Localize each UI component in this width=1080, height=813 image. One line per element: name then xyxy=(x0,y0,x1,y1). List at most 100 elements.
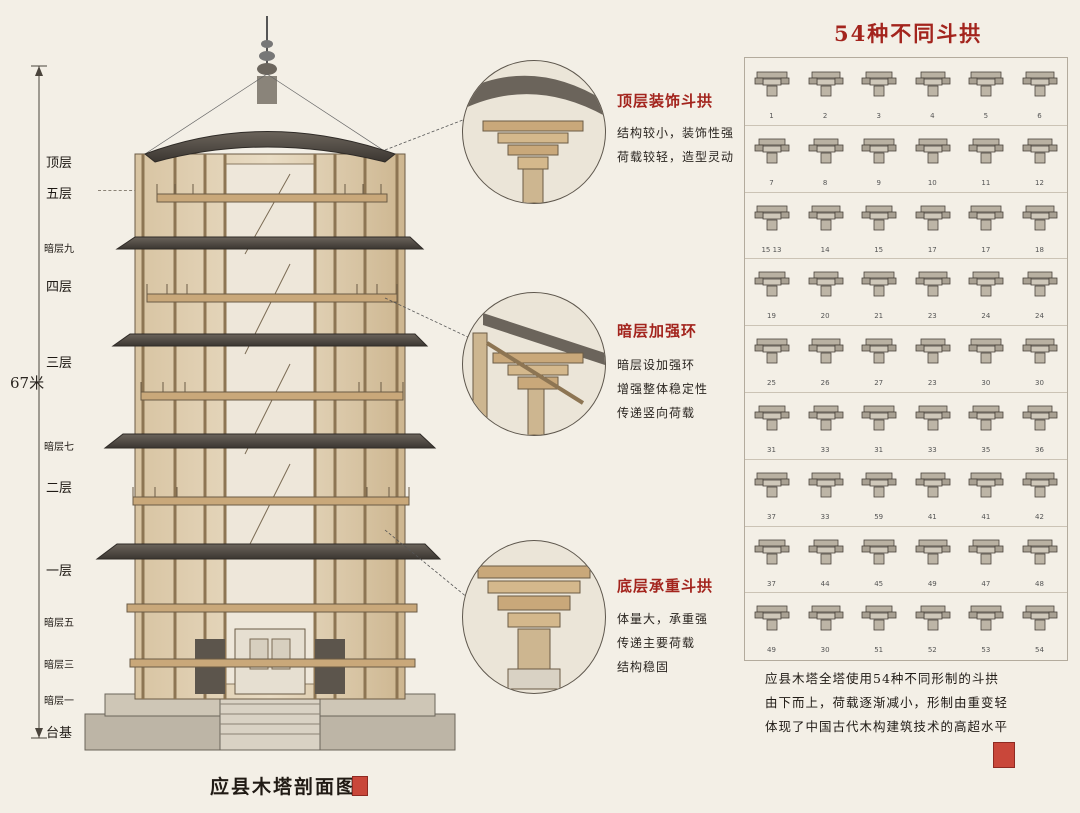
bracket-number: 18 xyxy=(1035,245,1044,254)
top-bracket-illustration xyxy=(463,75,605,203)
bracket-cell: 24 xyxy=(1013,258,1066,324)
bracket-icon xyxy=(754,405,790,431)
bracket-icon xyxy=(861,539,897,564)
bracket-number: 19 xyxy=(767,312,776,321)
bracket-icon xyxy=(1022,539,1058,564)
bracket-cell: 3 xyxy=(852,58,905,124)
bracket-cell: 41 xyxy=(906,459,959,525)
bracket-cell: 12 xyxy=(1013,125,1066,191)
bracket-number: 44 xyxy=(820,579,830,588)
bracket-number: 12 xyxy=(1035,178,1044,187)
floor-label: 五层 xyxy=(45,187,72,202)
callout-text: 体量大，承重强 xyxy=(617,612,709,626)
bracket-number: 23 xyxy=(927,312,937,321)
grid-divider xyxy=(745,191,1067,193)
bracket-number: 59 xyxy=(874,512,884,521)
bracket-panel-title: 54种不同斗拱 xyxy=(834,21,983,46)
bracket-cell: 15 13 xyxy=(745,192,798,258)
bracket-icon xyxy=(1022,338,1058,364)
bracket-cell: 11 xyxy=(959,125,1012,191)
bracket-icon xyxy=(1022,271,1058,297)
bracket-number: 6 xyxy=(1037,112,1042,120)
bracket-cell: 8 xyxy=(799,125,852,191)
bracket-number: 17 xyxy=(981,245,991,254)
bracket-number: 37 xyxy=(767,512,776,521)
bracket-number: 47 xyxy=(981,579,991,588)
bracket-number: 10 xyxy=(927,178,937,187)
bracket-icon xyxy=(808,472,843,498)
bracket-number: 33 xyxy=(927,446,937,454)
callout-text: 结构较小，装饰性强 xyxy=(617,126,735,140)
bracket-icon xyxy=(861,405,897,431)
bracket-cell: 15 xyxy=(852,192,905,258)
bracket-cell: 49 xyxy=(745,592,798,658)
bracket-number: 49 xyxy=(767,646,776,655)
bracket-icon xyxy=(968,138,1004,164)
bracket-cell: 30 xyxy=(1013,325,1066,391)
pagoda-caption: 应县木塔剖面图 xyxy=(210,776,358,798)
bracket-icon xyxy=(915,338,951,364)
bracket-cell: 17 xyxy=(906,192,959,258)
bracket-cell: 20 xyxy=(799,258,852,324)
floor-label: 台基 xyxy=(45,726,72,741)
red-seal-stamp xyxy=(993,742,1015,768)
bracket-icon xyxy=(1022,205,1058,230)
summary-text: 由下而上，荷载逐渐减小，形制由重变轻 xyxy=(765,695,1009,710)
bracket-number: 30 xyxy=(820,646,830,655)
callout-leader-lines xyxy=(384,117,471,599)
bracket-icon xyxy=(861,205,897,230)
bracket-cell: 30 xyxy=(799,592,852,658)
pagoda-illustration xyxy=(84,16,456,751)
bracket-icon xyxy=(1022,472,1058,498)
bracket-number: 37 xyxy=(767,579,776,588)
bracket-icon xyxy=(808,539,843,564)
bracket-icon xyxy=(968,338,1004,364)
bracket-icon xyxy=(808,605,843,631)
bracket-number: 23 xyxy=(927,379,937,388)
bracket-icon xyxy=(915,271,951,297)
bracket-icon xyxy=(915,205,951,230)
bracket-icon xyxy=(754,338,790,364)
bracket-number: 24 xyxy=(981,312,991,321)
bracket-number: 26 xyxy=(820,379,830,388)
callout-text: 荷载较轻，造型灵动 xyxy=(617,150,735,164)
callout-title-bottom-bracket: 底层承重斗拱 xyxy=(617,577,714,595)
bracket-number: 52 xyxy=(927,646,937,655)
bottom-bracket-detail-medallion xyxy=(462,540,606,694)
bracket-cell: 7 xyxy=(745,125,798,191)
bracket-number: 5 xyxy=(983,112,989,120)
bracket-number: 41 xyxy=(981,512,991,521)
height-label: 67米 xyxy=(10,374,45,392)
bracket-cell: 33 xyxy=(906,392,959,458)
bracket-number: 33 xyxy=(820,512,830,521)
bracket-number: 30 xyxy=(981,379,991,388)
bracket-cell: 24 xyxy=(959,258,1012,324)
bracket-cell: 33 xyxy=(799,459,852,525)
bracket-number: 33 xyxy=(820,446,830,454)
bracket-cell: 53 xyxy=(959,592,1012,658)
floor-label: 暗层一 xyxy=(44,696,74,707)
bracket-cell: 4 xyxy=(906,58,959,124)
floor-label: 三层 xyxy=(45,356,72,371)
bracket-cell: 37 xyxy=(745,459,798,525)
bracket-number: 14 xyxy=(820,245,830,254)
bracket-number: 20 xyxy=(820,312,830,321)
floor-label: 暗层九 xyxy=(44,244,74,255)
bracket-number: 21 xyxy=(874,312,884,321)
bracket-icon xyxy=(1022,605,1058,631)
bracket-icon xyxy=(1022,71,1058,97)
bracket-icon xyxy=(861,271,897,297)
bracket-icon xyxy=(861,138,897,164)
bracket-cell: 35 xyxy=(959,392,1012,458)
bracket-icon xyxy=(808,338,843,364)
bracket-icon xyxy=(915,138,951,164)
bracket-icon xyxy=(968,472,1004,498)
floor-label: 一层 xyxy=(45,564,72,579)
bracket-cell: 36 xyxy=(1013,392,1066,458)
bracket-cell: 27 xyxy=(852,325,905,391)
bracket-number: 11 xyxy=(981,178,991,187)
callout-text: 结构稳固 xyxy=(617,660,670,674)
callout-title-top-bracket: 顶层装饰斗拱 xyxy=(617,92,714,110)
callout-text: 增强整体稳定性 xyxy=(617,382,709,396)
bracket-number: 36 xyxy=(1035,446,1044,454)
